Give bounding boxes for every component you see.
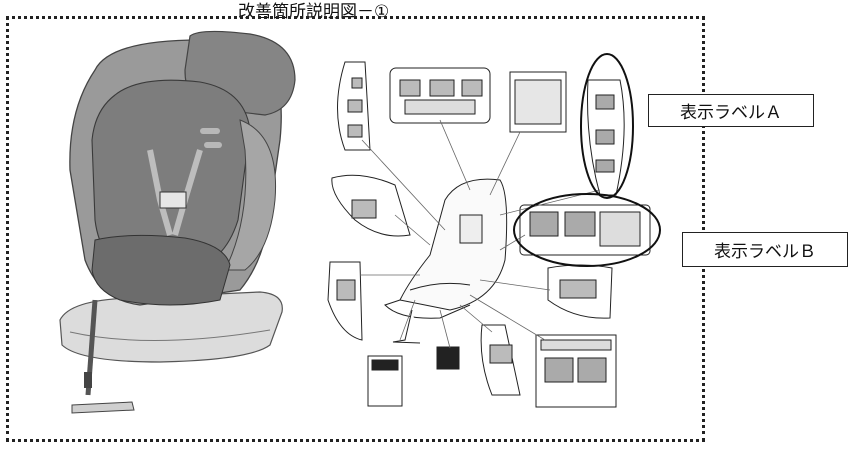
car-seat-illustration — [59, 30, 296, 414]
label-b-highlight-oval — [513, 193, 661, 267]
dotted-frame — [6, 16, 705, 442]
label-b-callout: 表示ラベルＢ — [682, 232, 848, 267]
seat-shell-line-drawing — [384, 178, 508, 319]
label-sheets — [327, 61, 651, 408]
label-a-callout: 表示ラベルＡ — [648, 94, 814, 127]
leader-lines — [360, 119, 601, 349]
label-a-highlight-oval — [580, 53, 634, 199]
